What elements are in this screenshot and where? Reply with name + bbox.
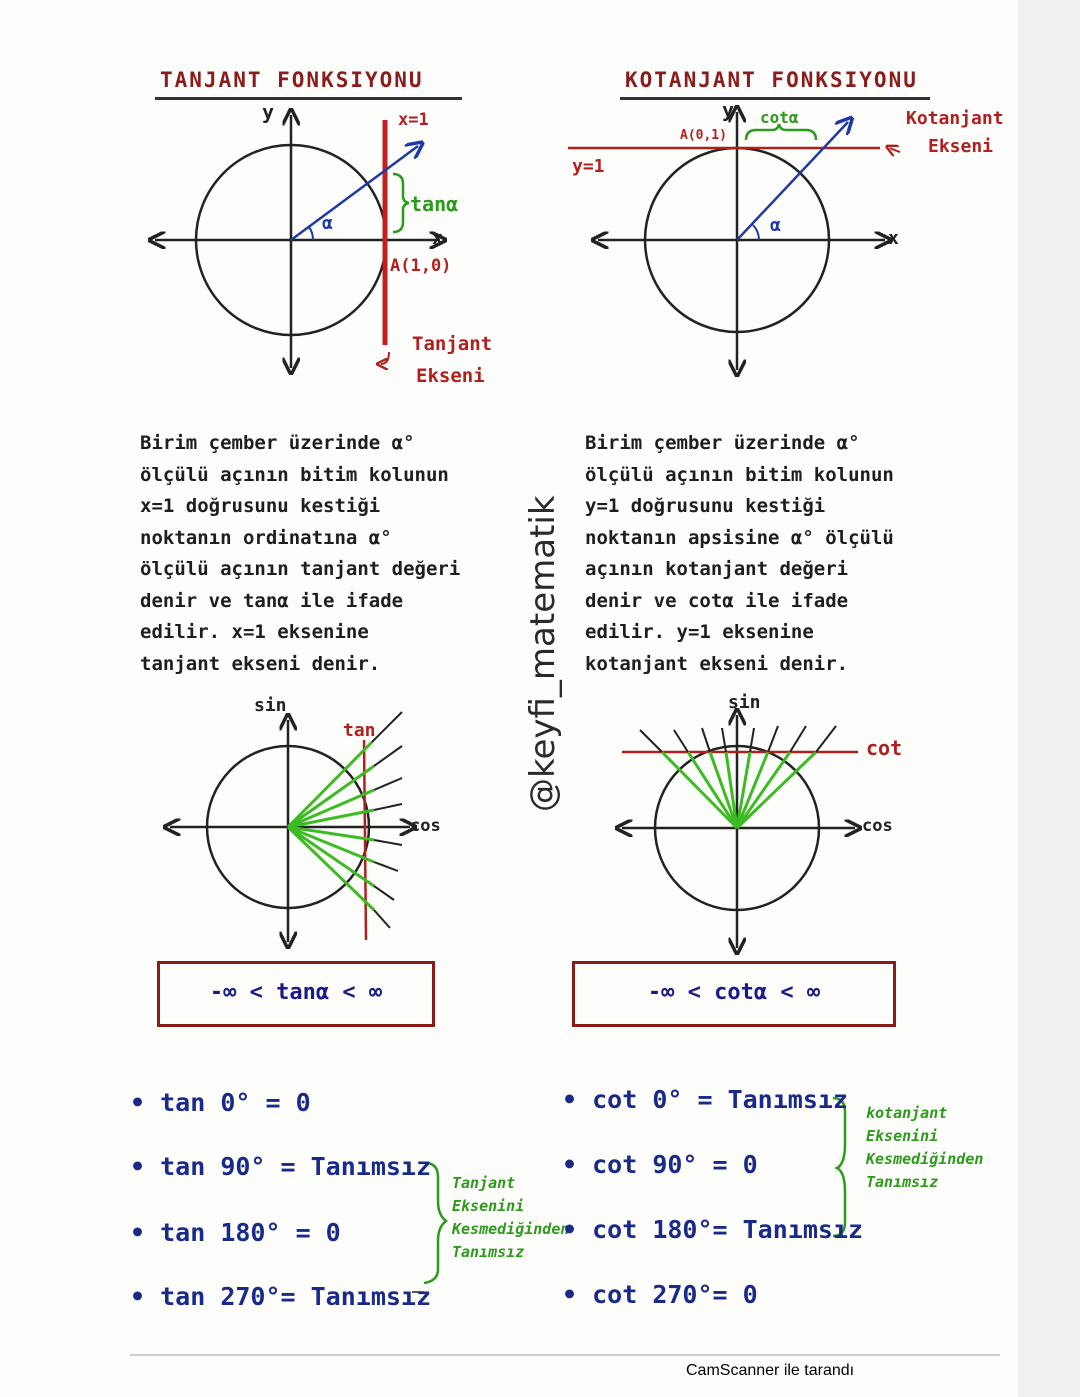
cot-value-item: • cot 90° = 0 bbox=[562, 1150, 758, 1179]
tangent-unit-circle-diagram bbox=[155, 115, 440, 368]
tan-value-item: • tan 0° = 0 bbox=[130, 1088, 311, 1117]
tan-value-text: tan 0° = 0 bbox=[160, 1088, 311, 1117]
tangent-alpha-label: α bbox=[322, 213, 333, 234]
cot-value-item: • cot 0° = Tanımsız bbox=[562, 1085, 848, 1114]
tan-value-item: • tan 270°= Tanımsız bbox=[130, 1282, 432, 1311]
paragraph-line: tanjant ekseni denir. bbox=[140, 652, 381, 675]
cot-value-text: cot 90° = 0 bbox=[592, 1150, 758, 1179]
cotangent-line-label: y=1 bbox=[572, 156, 605, 177]
cot-ray-fan bbox=[660, 750, 818, 830]
angle-arc bbox=[308, 226, 315, 241]
tan-undefined-brace bbox=[423, 1161, 449, 1285]
terminal-side-ray bbox=[290, 146, 418, 242]
cotangent-title: KOTANJANT FONKSIYONU bbox=[625, 68, 918, 92]
tangent-title-underline bbox=[155, 97, 462, 100]
paragraph-line: ölçülü açının bitim kolunun bbox=[140, 463, 449, 486]
paragraph-line: denir ve cotα ile ifade bbox=[585, 589, 849, 612]
cotangent-axis-pointer bbox=[890, 148, 901, 152]
scanner-footer: CamScanner ile tarandı bbox=[686, 1362, 855, 1379]
cotangent-axis-note-2: Ekseni bbox=[928, 136, 994, 157]
tangent-axis-pointer bbox=[381, 351, 390, 364]
tangent-range-text: -∞ < tanα < ∞ bbox=[209, 980, 383, 1005]
paragraph-line: noktanın ordinatına α° bbox=[140, 526, 392, 549]
cot-alpha-label: cotα bbox=[760, 108, 799, 127]
paragraph-line: denir ve tanα ile ifade bbox=[140, 589, 404, 612]
tan-value-text: tan 90° = Tanımsız bbox=[160, 1152, 432, 1181]
terminal-side-ray bbox=[736, 122, 848, 241]
tangent-graph-cos-label: cos bbox=[410, 816, 441, 836]
note-line: Tanımsız bbox=[452, 1243, 525, 1261]
cotangent-title-underline bbox=[620, 97, 930, 100]
tan-alpha-label: tanα bbox=[410, 192, 459, 216]
tangent-fan-diagram bbox=[170, 711, 410, 942]
paragraph-line: y=1 doğrusunu kestiği bbox=[585, 495, 826, 517]
page-edge bbox=[1018, 0, 1080, 1397]
tangent-range-box: -∞ < tanα < ∞ bbox=[157, 961, 435, 1027]
note-line: Kesmediğinden bbox=[866, 1150, 984, 1168]
cot-value-item: • cot 270°= 0 bbox=[562, 1280, 758, 1309]
tangent-axis-note-2: Eksеni bbox=[416, 365, 485, 387]
cotangent-graph-cot-label: cot bbox=[866, 736, 903, 760]
note-line: kotanjant bbox=[866, 1104, 948, 1122]
tangent-x-label: x bbox=[432, 228, 443, 249]
paragraph-line: x=1 doğrusunu kestiği bbox=[140, 495, 381, 517]
cot-undefined-note: kotanjant Eksenini Kesmediğinden Tanımsı… bbox=[866, 1102, 983, 1194]
tangent-point-label: A(1,0) bbox=[390, 256, 452, 276]
tan-value-text: tan 270°= Tanımsız bbox=[160, 1282, 432, 1311]
note-line: Kesmediğinden bbox=[452, 1220, 570, 1238]
tangent-definition-paragraph: Birim çember üzerinde α° ölçülü açının b… bbox=[140, 428, 460, 680]
angle-arc bbox=[752, 224, 760, 241]
cot-value-item: • cot 180°= Tanımsız bbox=[562, 1215, 864, 1244]
tangent-y-label: y bbox=[262, 100, 275, 124]
note-line: Tanımsız bbox=[866, 1173, 939, 1191]
paragraph-line: edilir. y=1 eksenine bbox=[585, 621, 814, 643]
cot-ray-extensions bbox=[639, 725, 837, 753]
cotangent-fan-diagram bbox=[622, 715, 858, 948]
cotangent-range-text: -∞ < cotα < ∞ bbox=[647, 980, 821, 1005]
note-line: Eksenini bbox=[866, 1127, 939, 1145]
tangent-graph-tan-label: tan bbox=[343, 720, 376, 741]
tan-brace bbox=[392, 172, 410, 234]
paragraph-line: Birim çember üzerinde α° bbox=[585, 432, 860, 454]
tan-ray-fan bbox=[286, 740, 376, 912]
cotangent-x-label: x bbox=[888, 228, 899, 249]
cotangent-point-label: A(0,1) bbox=[680, 128, 727, 143]
cotangent-graph-sin-label: sin bbox=[728, 692, 761, 713]
paragraph-line: kotanjant ekseni denir. bbox=[585, 652, 849, 675]
tan-undefined-note: Tanjant Eksenini Kesmediğinden Tanımsız bbox=[452, 1172, 569, 1264]
tangent-line-label: x=1 bbox=[398, 110, 429, 130]
cotangent-axis-note-1: Kotanjant bbox=[906, 108, 1004, 129]
cot-value-text: cot 270°= 0 bbox=[592, 1280, 758, 1309]
cotangent-unit-circle-diagram bbox=[568, 112, 901, 370]
tan-value-text: tan 180° = 0 bbox=[160, 1218, 341, 1247]
tan-value-item: • tan 90° = Tanımsız bbox=[130, 1152, 432, 1181]
cotangent-alpha-label: α bbox=[770, 215, 781, 236]
author-watermark: @keyfi_matematik bbox=[523, 495, 563, 812]
note-line: Tanjant bbox=[452, 1174, 516, 1192]
tangent-graph-sin-label: sin bbox=[254, 695, 287, 716]
paragraph-line: Birim çember üzerinde α° bbox=[140, 432, 415, 454]
paragraph-line: açının kotanjant değeri bbox=[585, 558, 849, 580]
cot-value-text: cot 0° = Tanımsız bbox=[592, 1085, 848, 1114]
note-line: Eksenini bbox=[452, 1197, 525, 1215]
cotangent-definition-paragraph: Birim çember üzerinde α° ölçülü açının b… bbox=[585, 428, 894, 680]
cotangent-graph-cos-label: cos bbox=[862, 816, 893, 836]
cot-undefined-brace bbox=[832, 1096, 847, 1238]
tangent-axis-note-1: Tanjant bbox=[412, 333, 493, 355]
tan-value-item: • tan 180° = 0 bbox=[130, 1218, 341, 1247]
paragraph-line: ölçülü açının bitim kolunun bbox=[585, 463, 894, 486]
tangent-title: TANJANT FONKSIYONU bbox=[160, 68, 424, 92]
paragraph-line: edilir. x=1 eksenine bbox=[140, 621, 369, 643]
paragraph-line: noktanın apsisine α° ölçülü bbox=[585, 526, 894, 549]
cotangent-y-label: y bbox=[722, 98, 735, 122]
tan-ray-extensions bbox=[371, 711, 403, 929]
cot-brace bbox=[744, 123, 818, 141]
cotangent-range-box: -∞ < cotα < ∞ bbox=[572, 961, 896, 1027]
cot-value-text: cot 180°= Tanımsız bbox=[592, 1215, 864, 1244]
paragraph-line: ölçülü açının tanjant değeri bbox=[140, 558, 461, 580]
